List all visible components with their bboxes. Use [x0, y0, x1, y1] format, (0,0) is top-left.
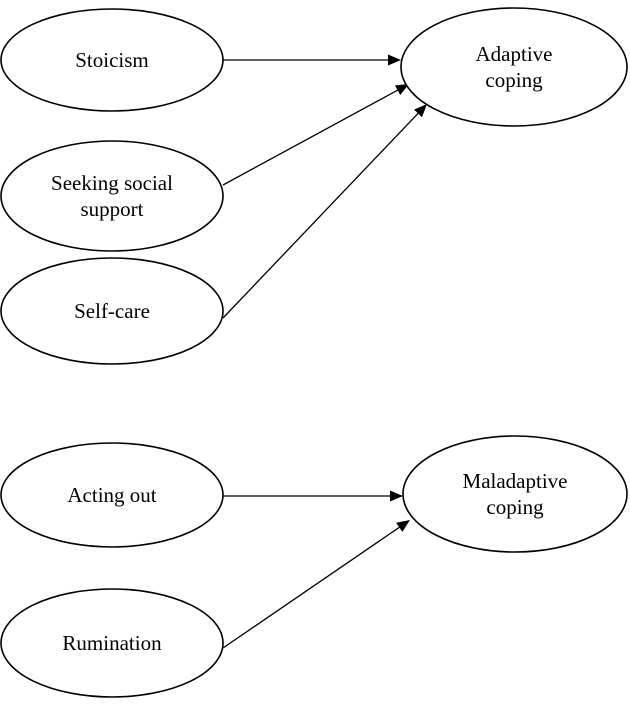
arrow-seeking-social-support-to-adaptive-coping: [222, 84, 409, 186]
node-label: Stoicism: [75, 48, 149, 72]
node-ellipse: [0, 140, 224, 252]
node-rumination: Rumination: [0, 588, 224, 698]
arrowhead-icon: [388, 54, 401, 66]
node-ellipse: [0, 257, 224, 365]
node-label: Adaptive: [476, 42, 553, 66]
node-ellipse: [0, 8, 224, 112]
node-label: support: [81, 197, 144, 221]
arrowhead-icon: [396, 520, 410, 532]
node-label: coping: [486, 495, 544, 519]
arrow-self-care-to-adaptive-coping: [222, 104, 427, 319]
node-ellipse: [0, 442, 224, 548]
arrowhead-icon: [394, 84, 409, 96]
arrowhead-icon: [390, 490, 403, 502]
node-ellipse: [402, 435, 628, 553]
node-label: Self-care: [74, 299, 150, 323]
arrow-line: [222, 526, 401, 649]
node-label: Maladaptive: [463, 469, 568, 493]
arrow-stoicism-to-adaptive-coping: [223, 54, 401, 66]
node-label: Acting out: [67, 483, 156, 507]
node-stoicism: Stoicism: [0, 8, 224, 112]
node-self-care: Self-care: [0, 257, 224, 365]
arrow-rumination-to-maladaptive-coping: [222, 520, 410, 649]
node-acting-out: Acting out: [0, 442, 224, 548]
arrow-line: [222, 89, 399, 186]
arrow-acting-out-to-maladaptive-coping: [223, 490, 403, 502]
arrowhead-icon: [414, 104, 427, 118]
node-ellipse: [400, 7, 628, 127]
edges-layer: [222, 54, 427, 649]
node-label: Rumination: [62, 631, 162, 655]
node-label: Seeking social: [51, 171, 173, 195]
node-ellipse: [0, 588, 224, 698]
arrow-line: [222, 112, 420, 319]
node-label: coping: [485, 68, 543, 92]
